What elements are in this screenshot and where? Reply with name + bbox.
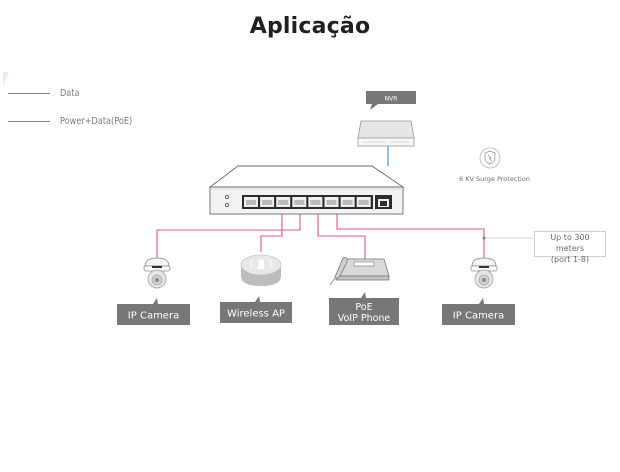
legend-item-poe: Power+Data(PoE) — [8, 114, 144, 128]
poe-switch — [208, 165, 405, 215]
distance-line1: Up to 300 meters — [550, 233, 590, 253]
label-wireless-ap: Wireless AP — [220, 296, 292, 323]
legend-line-poe — [8, 120, 50, 122]
legend-label: Power+Data(PoE) — [60, 115, 133, 127]
endpoint-label: IP Camera — [128, 311, 179, 322]
poe-link-camera-1 — [156, 214, 301, 258]
dome-camera-icon — [143, 257, 171, 289]
endpoint-label-line1: PoE — [355, 302, 372, 313]
endpoint-label: IP Camera — [453, 311, 504, 322]
poe-port — [260, 197, 275, 207]
poe-port — [356, 197, 371, 207]
led-icon — [225, 195, 229, 199]
label-voip-phone: PoE VoIP Phone — [329, 292, 399, 325]
poe-link-wireless-ap — [260, 214, 283, 252]
poe-port — [276, 197, 291, 207]
label-ip-camera-2: IP Camera — [442, 298, 515, 325]
legend-item-data: Data — [8, 86, 83, 100]
legend-label: Data — [60, 87, 80, 99]
surge-protection-label: 6 KV Surge Protection — [459, 175, 530, 183]
page-title: Aplicação — [249, 14, 371, 39]
poe-links — [156, 214, 485, 260]
dome-camera-icon — [470, 257, 498, 289]
poe-link-phone — [317, 214, 366, 260]
label-ip-camera-1: IP Camera — [117, 298, 190, 325]
corner-decoration — [3, 72, 9, 86]
surge-protection-icon — [479, 147, 501, 169]
nvr-label-bubble: NVR — [366, 91, 416, 110]
endpoint-label: Wireless AP — [227, 309, 285, 320]
phone-icon — [329, 257, 390, 286]
distance-callout: Up to 300 meters (port 1-8) — [534, 231, 606, 264]
access-point-icon — [240, 254, 282, 286]
poe-port — [244, 197, 258, 207]
endpoint-label-line2: VoIP Phone — [338, 313, 391, 324]
led-icon — [225, 203, 229, 207]
poe-port — [292, 197, 307, 207]
nvr-label: NVR — [385, 96, 398, 103]
distance-line2: (port 1-8) — [550, 255, 590, 264]
legend-line-data — [8, 92, 50, 94]
poe-port — [324, 197, 339, 207]
poe-port — [340, 197, 355, 207]
nvr-device — [357, 120, 415, 147]
poe-link-camera-2 — [336, 214, 485, 258]
junction-dot — [482, 236, 486, 240]
poe-port — [308, 197, 323, 207]
